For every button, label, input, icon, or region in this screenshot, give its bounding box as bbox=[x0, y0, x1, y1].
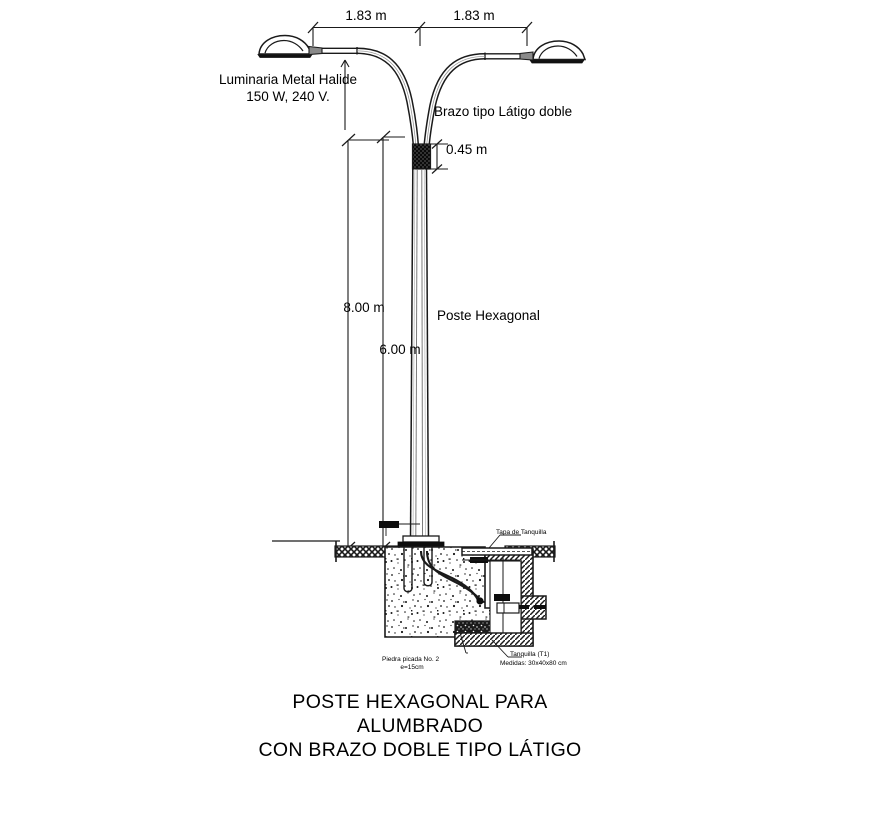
callout-vault-name: Tanquilla (T1) bbox=[510, 651, 550, 658]
callout-pole: Poste Hexagonal bbox=[437, 308, 540, 323]
callout-luminaire-line2: 150 W, 240 V. bbox=[246, 89, 330, 104]
tanquilla-vault bbox=[454, 547, 547, 647]
title-line-3: CON BRAZO DOBLE TIPO LÁTIGO bbox=[258, 739, 582, 761]
luminaire-left bbox=[257, 34, 323, 58]
pole-shaft bbox=[409, 168, 430, 541]
luminaire-right bbox=[519, 40, 587, 64]
callout-arm: Brazo tipo Látigo doble bbox=[434, 104, 573, 119]
bracket-height-dimension bbox=[431, 139, 448, 174]
callout-luminaire-line1: Luminaria Metal Halide bbox=[218, 72, 358, 87]
title-line-1: POSTE HEXAGONAL PARA bbox=[292, 691, 548, 713]
dimension-label-arm-right: 1.83 m bbox=[453, 8, 495, 23]
luminaire-leader bbox=[340, 59, 350, 130]
callout-vault-size: Medidas: 30x40x80 cm bbox=[500, 660, 567, 667]
dimension-label-total-height: 8.00 m bbox=[343, 300, 385, 315]
arm-left bbox=[322, 47, 420, 148]
title-line-2: ALUMBRADO bbox=[356, 715, 484, 737]
callout-vault-cover: Tapa de Tanquilla bbox=[496, 529, 547, 536]
callout-gravel-line1: Piedra picada No. 2 bbox=[382, 656, 440, 663]
dimension-label-bracket-height: 0.45 m bbox=[446, 142, 488, 157]
callout-gravel-line2: e=15cm bbox=[400, 664, 424, 671]
bracket-band bbox=[411, 143, 432, 170]
annotation-leaders bbox=[385, 523, 522, 658]
arm-span-dimension bbox=[307, 21, 533, 46]
dimension-label-pole-height: 6.00 m bbox=[379, 342, 421, 357]
arm-right bbox=[423, 52, 520, 148]
dimension-label-arm-left: 1.83 m bbox=[345, 8, 387, 23]
